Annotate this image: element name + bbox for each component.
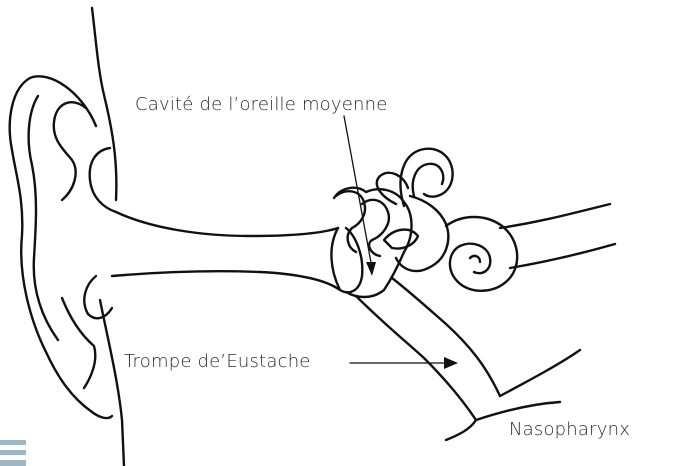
nasopharynx-lower [446,420,476,440]
tragus [84,276,112,318]
brand-logo-icon [0,436,30,466]
eustachian-tube-upper [392,278,500,396]
ear-canal-lower [112,271,340,290]
ossicle-stapes [384,230,418,249]
semicircular-canal-1 [401,149,453,206]
label-eustachian-tube: Trompe de’Eustache [124,351,311,372]
middle-ear-cavity [334,188,412,297]
semicircular-canal-1-inner [413,164,443,196]
auditory-nerve-upper [500,204,610,228]
nasopharynx-wall [476,402,560,420]
ear-canal-upper [116,212,338,236]
label-nasopharynx: Nasopharynx [509,419,630,440]
auditory-nerve-lower [510,244,615,268]
pinna-antihelix [90,148,116,212]
pinna-outer [10,76,112,418]
ossicle-malleus [336,191,365,252]
label-middle-ear-cavity: Cavité de l’oreille moyenne [135,94,388,115]
nasopharynx-upper [500,350,580,396]
cochlea-inner [470,256,480,262]
head-outline-lower [100,300,124,466]
vestibule [396,196,448,271]
tube-arrow-head [444,357,458,369]
pinna-lobe [62,298,95,388]
eustachian-tube-lower [356,296,476,420]
pinna-fold [54,102,86,200]
head-outline [92,8,116,200]
cavity-arrow-head [366,262,376,276]
